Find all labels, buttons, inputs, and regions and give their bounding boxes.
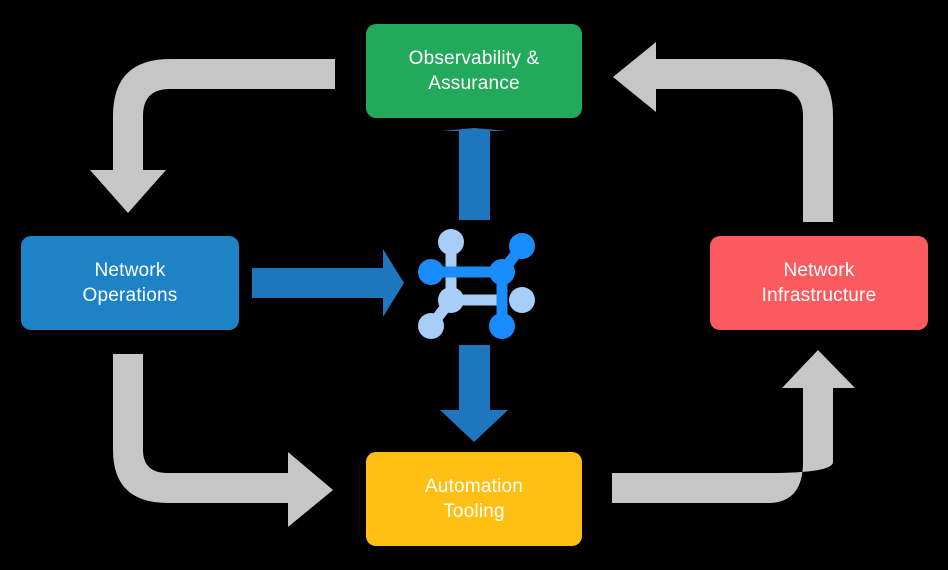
topology-node-left-dark xyxy=(418,259,444,285)
topology-node-bottom-dark xyxy=(489,313,515,339)
node-box-network-infrastructure[interactable]: Network Infrastructure xyxy=(710,236,928,330)
arrow-center-to-automation xyxy=(440,345,508,442)
node-label-network-operations: Network Operations xyxy=(82,260,178,306)
arrow-center-to-observability xyxy=(442,128,507,220)
topology-node-hub-dark xyxy=(489,259,515,285)
topology-node-top-light xyxy=(438,229,464,255)
arrow-operations-to-center xyxy=(252,249,404,317)
node-label-network-infrastructure: Network Infrastructure xyxy=(761,260,877,306)
topology-node-center-light xyxy=(438,287,464,313)
node-box-network-operations[interactable]: Network Operations xyxy=(21,236,239,330)
arrow-automation-to-infrastructure xyxy=(612,350,855,503)
topology-node-right-light xyxy=(509,287,535,313)
node-label-automation-tooling: Automation Tooling xyxy=(424,476,524,522)
topology-node-topright-dark xyxy=(509,233,535,259)
node-box-observability[interactable]: Observability & Assurance xyxy=(366,24,582,118)
node-label-observability: Observability & Assurance xyxy=(408,48,540,94)
arrow-observability-to-operations xyxy=(90,59,335,213)
arrow-operations-to-automation xyxy=(113,354,333,527)
topology-node-bottomleft-light xyxy=(418,313,444,339)
node-box-automation-tooling[interactable]: Automation Tooling xyxy=(366,452,582,546)
network-topology-icon xyxy=(418,229,535,339)
arrow-infrastructure-to-observability xyxy=(613,42,833,222)
